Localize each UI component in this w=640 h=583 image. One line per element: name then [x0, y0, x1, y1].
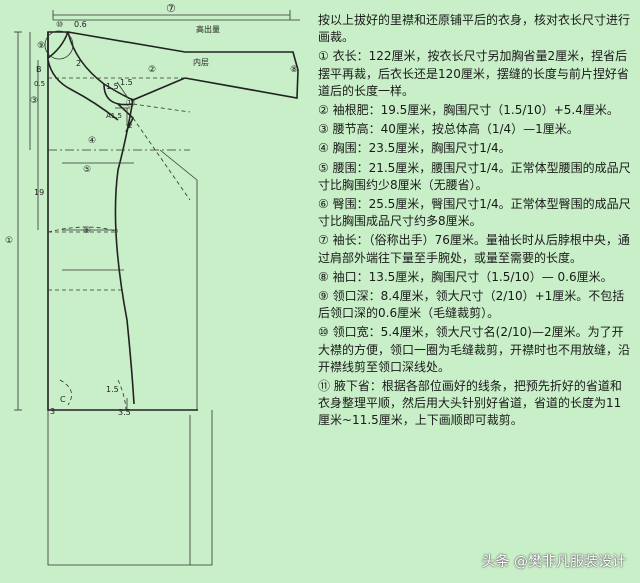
label-2b: 2 [128, 122, 132, 130]
label-0-5: 0.5 [34, 80, 45, 88]
dimension-sleeve-length [52, 10, 291, 20]
item-8: ⑧ 袖口：13.5厘米，胸围尺寸（1.5/10）— 0.6厘米。 [318, 269, 613, 284]
label-9: ⑨ [37, 41, 45, 51]
label-0-6: 0.6 [74, 20, 87, 29]
item-6: ⑥ 臀围：25.5厘米，臀围尺寸1/4。正常体型臀围的成品尺寸比胸围成品尺寸约多… [318, 197, 631, 229]
item-4: ④ 胸围：23.5厘米，胸围尺寸1/4。 [318, 141, 511, 156]
item-7: ⑦ 袖长：（俗称出手）76厘米。量袖长时从后脖根中央，通过肩部外端往下量至手腕处… [318, 233, 630, 265]
label-1-5a: 1.5 [106, 82, 119, 91]
item-3: ③ 腰节高：40厘米，按总体高（1/4）—1厘米。 [318, 122, 579, 137]
label-10: ⑩ [56, 20, 63, 29]
lower-layer [47, 19, 300, 566]
label-6: ⑥ [83, 226, 91, 236]
label-neiceng: 内层 [193, 57, 209, 67]
item-10: ⑩ 领口宽：5.4厘米，领大尺寸名(2/10)—2厘米。为了开大襟的方便，领口一… [318, 325, 631, 374]
diagram-labels: ⑦ ⑩ 0.6 ⑨ 高出量 内层 2 B 0.5 ② ⑧ 1.5 1.5 ③ ⑪… [5, 2, 298, 417]
label-4: ④ [88, 136, 96, 146]
label-19: 19 [34, 188, 44, 197]
label-5: ⑤ [83, 165, 91, 175]
item-5: ⑤ 腰围：21.5厘米，腰围尺寸1/4。正常体型腰围的成品尺寸比胸围约少8厘米（… [318, 160, 631, 192]
label-7: ⑦ [166, 2, 176, 15]
label-3: ③ [30, 96, 38, 106]
dimension-length [14, 31, 39, 411]
instruction-text: 按以上拔好的里襟和还原铺平后的衣身，核对衣长尺寸进行画裁。 ① 衣长：122厘米… [318, 12, 632, 432]
item-1: ① 衣长：122厘米，按衣长尺寸另加胸省量2厘米，捏省后摆平再裁，后衣长还是12… [318, 49, 629, 98]
item-11: ⑪ 腋下省：根据各部位画好的线条，把预先折好的省道和衣身整理平顺，然后用大头针别… [318, 379, 622, 428]
arrows [115, 81, 130, 126]
label-11: ⑪ [126, 98, 135, 109]
neck-circle [44, 30, 74, 60]
label-8: ⑧ [290, 65, 298, 75]
watermark: 头条 @樊非凡服装设计 [481, 554, 626, 570]
label-1-5b: 1.5 [120, 78, 133, 87]
label-3-5: 3.5 [118, 408, 131, 417]
label-2: 2 [76, 59, 81, 68]
label-C: C [60, 395, 66, 404]
label-1-5c: 1.5 [106, 385, 119, 394]
label-3-value: 3 [50, 407, 55, 416]
label-2-circled: ② [148, 65, 156, 75]
construction-lines [47, 77, 191, 411]
item-2: ② 袖根肥：19.5厘米，胸围尺寸（1.5/10）+5.4厘米。 [318, 103, 619, 118]
label-A1-5: A1.5 [106, 112, 122, 120]
item-9: ⑨ 领口深：8.4厘米，领大尺寸（2/10）+1厘米。不包括后领口深的0.6厘米… [318, 289, 625, 321]
label-B: B [36, 65, 42, 74]
label-gaochuliang: 高出量 [196, 24, 220, 34]
body-outline [47, 31, 299, 411]
pattern-diagram: ⑦ ⑩ 0.6 ⑨ 高出量 内层 2 B 0.5 ② ⑧ 1.5 1.5 ③ ⑪… [5, 2, 300, 566]
label-1: ① [5, 236, 13, 246]
intro-paragraph: 按以上拔好的里襟和还原铺平后的衣身，核对衣长尺寸进行画裁。 [318, 13, 631, 45]
